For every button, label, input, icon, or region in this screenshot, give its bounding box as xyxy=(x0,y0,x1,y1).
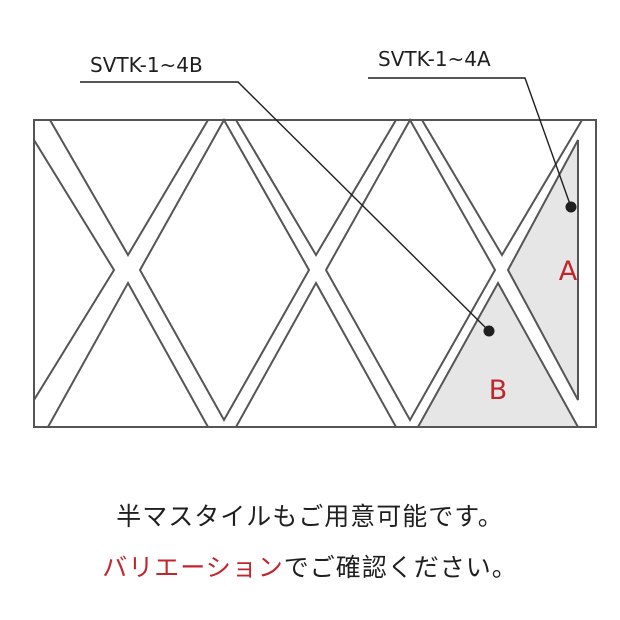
half-tile-b-fill xyxy=(418,283,578,427)
top-triangle-1 xyxy=(48,119,210,257)
diamond-2 xyxy=(324,117,497,423)
half-tile-a-fill xyxy=(508,140,578,400)
left-triangle-piece xyxy=(33,136,116,404)
bottom-triangle-1 xyxy=(46,280,210,428)
caption-check-variations: バリエーションでご確認ください。 xyxy=(0,548,620,584)
leader-line-b xyxy=(80,81,490,332)
diamond-1 xyxy=(138,117,311,423)
callout-label-b: SVTK-1~4B xyxy=(90,53,203,77)
outer-frame xyxy=(33,119,597,428)
caption-half-tile-available: 半マスタイルもご用意可能です。 xyxy=(116,502,504,531)
callout-label-a: SVTK-1~4A xyxy=(378,47,491,71)
leader-line-a xyxy=(368,77,572,208)
leader-dot-b xyxy=(483,325,495,337)
lattice-outlines xyxy=(33,117,597,428)
leader-dot-a xyxy=(565,201,577,213)
caption-check-text: でご確認ください。 xyxy=(283,553,518,582)
piece-letter-b: B xyxy=(489,375,508,406)
caption-variation-link-text: バリエーション xyxy=(102,553,284,582)
piece-letter-a: A xyxy=(559,256,578,287)
half-tile-a-outline xyxy=(506,139,579,401)
